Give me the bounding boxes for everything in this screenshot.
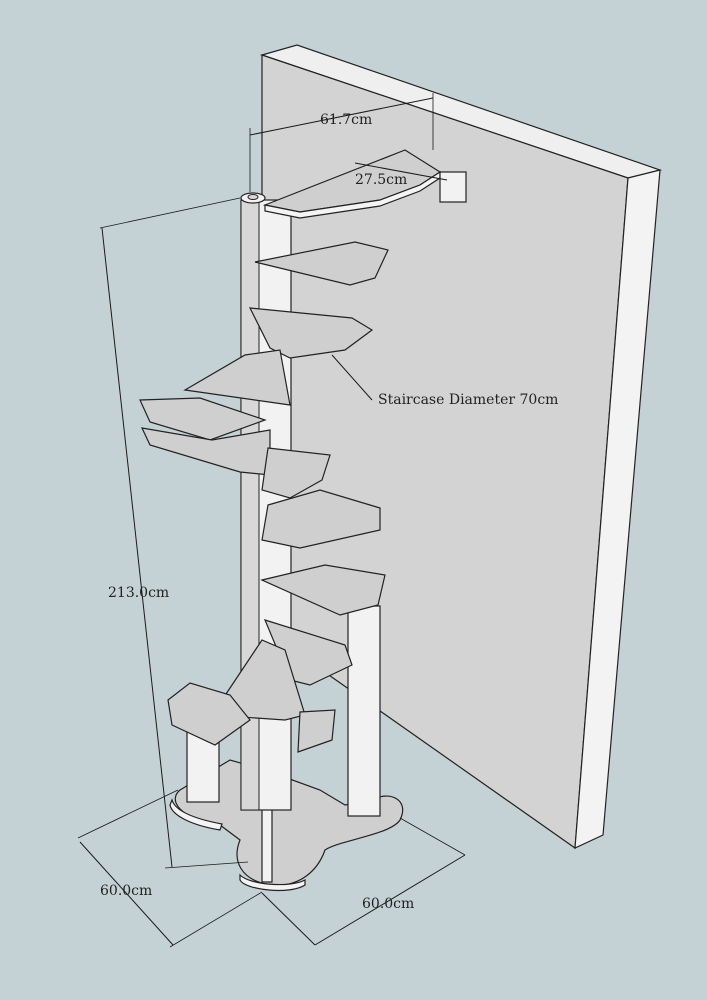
base-plate-edge — [239, 873, 306, 891]
dim-label-height: 213.0cm — [108, 585, 169, 601]
base-plate-edge-left — [169, 798, 223, 831]
dim-label-base-left: 60.0cm — [100, 883, 152, 899]
pole-cap-hole — [247, 194, 259, 200]
leg-right — [347, 605, 381, 817]
dim-label-top-width: 61.7cm — [320, 112, 372, 128]
tread-3 — [248, 307, 374, 359]
tread-7 — [261, 447, 331, 499]
wall-bracket — [439, 171, 467, 203]
tread-12 — [167, 682, 251, 746]
tread-8 — [261, 489, 381, 549]
dim-top-width: 61.7cm — [249, 93, 434, 192]
dim-tread-depth: 27.5cm — [354, 162, 448, 188]
wall-side-face — [574, 169, 661, 849]
base-plate — [169, 759, 404, 891]
dim-base-right: 60.0cm — [261, 817, 466, 946]
dim-label-base-right: 60.0cm — [362, 896, 414, 912]
treads — [139, 149, 467, 753]
tread-13 — [297, 709, 336, 753]
dim-label-staircase-diameter: Staircase Diameter 70cm — [378, 392, 558, 408]
dim-label-tread-depth: 27.5cm — [355, 172, 407, 188]
dim-base-left: 60.0cm — [77, 789, 263, 948]
dim-staircase-diameter: Staircase Diameter 70cm — [331, 354, 558, 408]
tread-2 — [254, 241, 389, 286]
dim-height: 213.0cm — [99, 197, 249, 869]
tread-4 — [183, 349, 291, 406]
tread-9 — [260, 564, 386, 616]
tread-11 — [210, 639, 306, 721]
tread-5 — [139, 397, 267, 441]
